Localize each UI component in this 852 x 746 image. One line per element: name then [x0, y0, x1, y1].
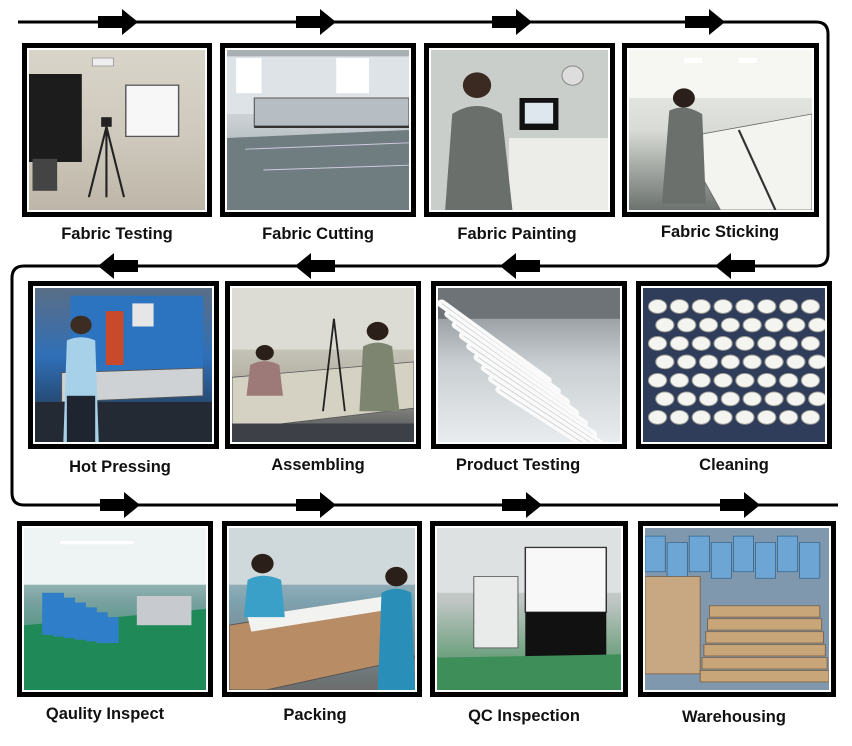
- step-label: Fabric Cutting: [262, 225, 374, 243]
- step-photo: [220, 43, 416, 217]
- step-photo: [431, 281, 627, 449]
- factory-floor-icon: [22, 526, 208, 692]
- arrow-right-icon: [296, 9, 336, 35]
- step-photo: [622, 43, 819, 217]
- worker-monitor-icon: [429, 48, 610, 212]
- arrow-left-icon: [715, 253, 755, 279]
- step-photo: [424, 43, 615, 217]
- workers-bench-icon: [230, 286, 416, 444]
- arrow-right-icon: [685, 9, 725, 35]
- arrow-right-icon: [502, 492, 542, 518]
- cutting-machine-icon: [225, 48, 411, 212]
- arrow-right-icon: [296, 492, 336, 518]
- arrow-right-icon: [720, 492, 760, 518]
- step-label: Fabric Testing: [61, 225, 173, 243]
- step-label: Packing: [283, 706, 347, 724]
- step-label: Product Testing: [455, 456, 581, 474]
- arrow-right-icon: [100, 492, 140, 518]
- arrow-left-icon: [500, 253, 540, 279]
- step-label: Fabric Sticking: [660, 223, 780, 241]
- step-label: QC Inspection: [468, 707, 580, 725]
- screen-stand-icon: [435, 526, 623, 692]
- tube-stack-icon: [641, 286, 827, 444]
- step-photo: [638, 521, 836, 697]
- step-label: Assembling: [271, 456, 365, 474]
- step-photo: [22, 43, 212, 217]
- step-photo: [17, 521, 213, 697]
- step-label: Warehousing: [682, 708, 786, 726]
- boxes-icon: [643, 526, 831, 692]
- arrow-right-icon: [98, 9, 138, 35]
- worker-table-icon: [627, 48, 814, 212]
- arrow-left-icon: [98, 253, 138, 279]
- step-photo: [225, 281, 421, 449]
- tubes-icon: [436, 286, 622, 444]
- tripod-icon: [27, 48, 207, 212]
- step-photo: [28, 281, 219, 449]
- step-label: Fabric Painting: [457, 225, 577, 243]
- press-machine-icon: [33, 286, 214, 444]
- step-label: Hot Pressing: [69, 458, 171, 476]
- connector-path: [10, 20, 838, 507]
- packing-icon: [227, 526, 417, 692]
- step-photo: [636, 281, 832, 449]
- step-label: Qaulity Inspect: [45, 705, 165, 723]
- step-photo: [430, 521, 628, 697]
- arrow-right-icon: [492, 9, 532, 35]
- arrow-left-icon: [295, 253, 335, 279]
- step-label: Cleaning: [699, 456, 769, 474]
- step-photo: [222, 521, 422, 697]
